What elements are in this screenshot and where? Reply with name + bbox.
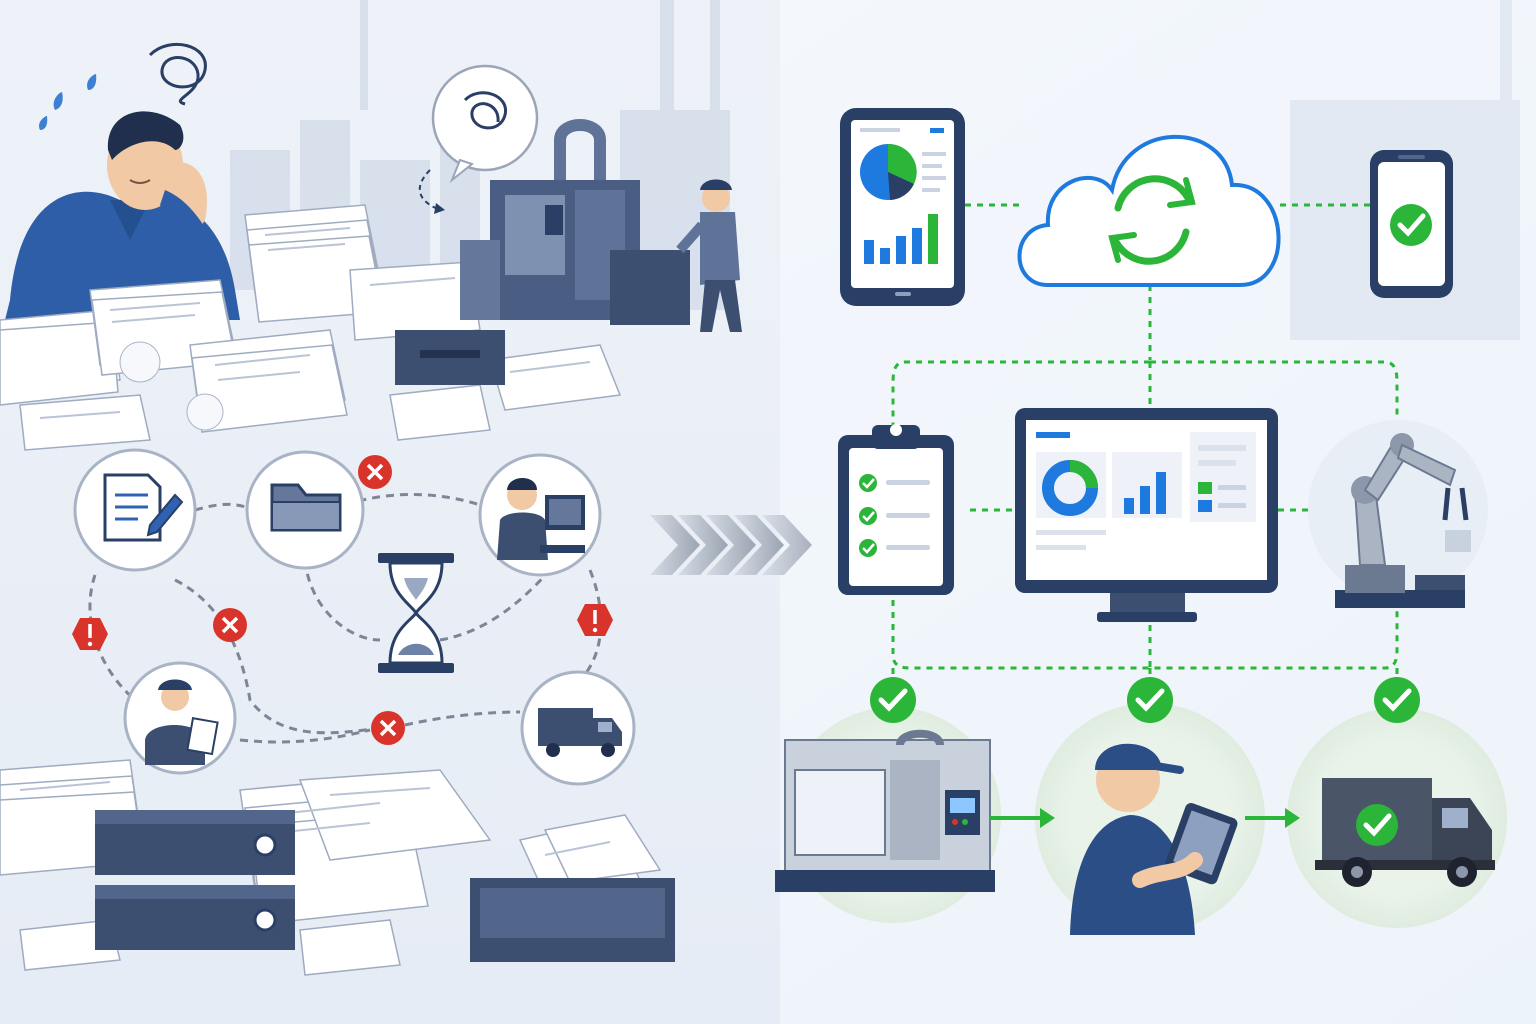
hourglass-icon <box>378 553 454 673</box>
worker-clipboard-icon <box>145 679 219 765</box>
alert-marker <box>577 604 613 636</box>
pie-chart-icon <box>860 143 917 200</box>
tablet-device <box>840 108 965 306</box>
check-icon <box>859 474 877 557</box>
process-node-operator <box>478 453 602 577</box>
flow-node-cnc-machine <box>775 707 1001 923</box>
x-icon <box>379 719 397 737</box>
cnc-machine-icon <box>775 729 995 892</box>
document-pen-icon <box>103 473 184 542</box>
process-node-folder <box>245 450 365 570</box>
bar-chart-icon <box>1124 472 1166 514</box>
process-node-worker <box>123 661 237 775</box>
process-node-truck <box>520 670 636 786</box>
error-marker <box>358 455 392 489</box>
truck-check-icon <box>1315 778 1495 887</box>
check-icon <box>1374 677 1420 723</box>
robot-arm <box>1308 420 1488 608</box>
x-icon <box>366 463 384 481</box>
green-connection-lines <box>891 203 1399 680</box>
alert-icon <box>87 624 93 647</box>
bar-chart-icon <box>864 214 938 264</box>
binders <box>95 810 295 950</box>
scribble-icon <box>463 91 507 130</box>
scribble-icon <box>148 42 207 106</box>
sync-icon <box>1108 175 1196 265</box>
alert-icon <box>592 610 598 633</box>
computer-operator-icon <box>497 478 585 560</box>
operator-figure <box>676 179 742 332</box>
x-icon <box>221 616 239 634</box>
robot-arm-icon <box>1335 433 1471 608</box>
phone-device <box>1370 150 1453 298</box>
cloud-sync <box>1017 134 1281 287</box>
flow-arrow <box>990 808 1300 828</box>
checklist-clipboard <box>838 424 954 595</box>
error-marker <box>213 608 247 642</box>
paper-piles-top <box>0 204 622 451</box>
alert-marker <box>72 618 108 650</box>
status-list-icon <box>1198 445 1246 512</box>
check-icon <box>1390 204 1432 246</box>
worker-tablet-icon <box>1070 743 1238 935</box>
flow-node-delivery-truck <box>1287 708 1507 928</box>
dashboard-monitor <box>1015 408 1278 622</box>
status-check <box>870 677 1420 723</box>
center-hourglass <box>378 553 454 673</box>
check-icon <box>870 677 916 723</box>
truck-icon <box>538 708 622 757</box>
flow-node-worker-tablet <box>1035 703 1265 935</box>
error-marker <box>371 711 405 745</box>
donut-chart-icon <box>1042 460 1098 516</box>
factory-machine <box>460 119 690 325</box>
chevrons-right-icon <box>650 515 812 575</box>
check-icon <box>1127 677 1173 723</box>
thought-bubble <box>418 64 539 214</box>
sweat-drops-icon <box>38 74 97 130</box>
paper-piles-bottom <box>0 759 675 976</box>
process-node-document <box>73 448 197 572</box>
folder-icon <box>270 483 342 532</box>
